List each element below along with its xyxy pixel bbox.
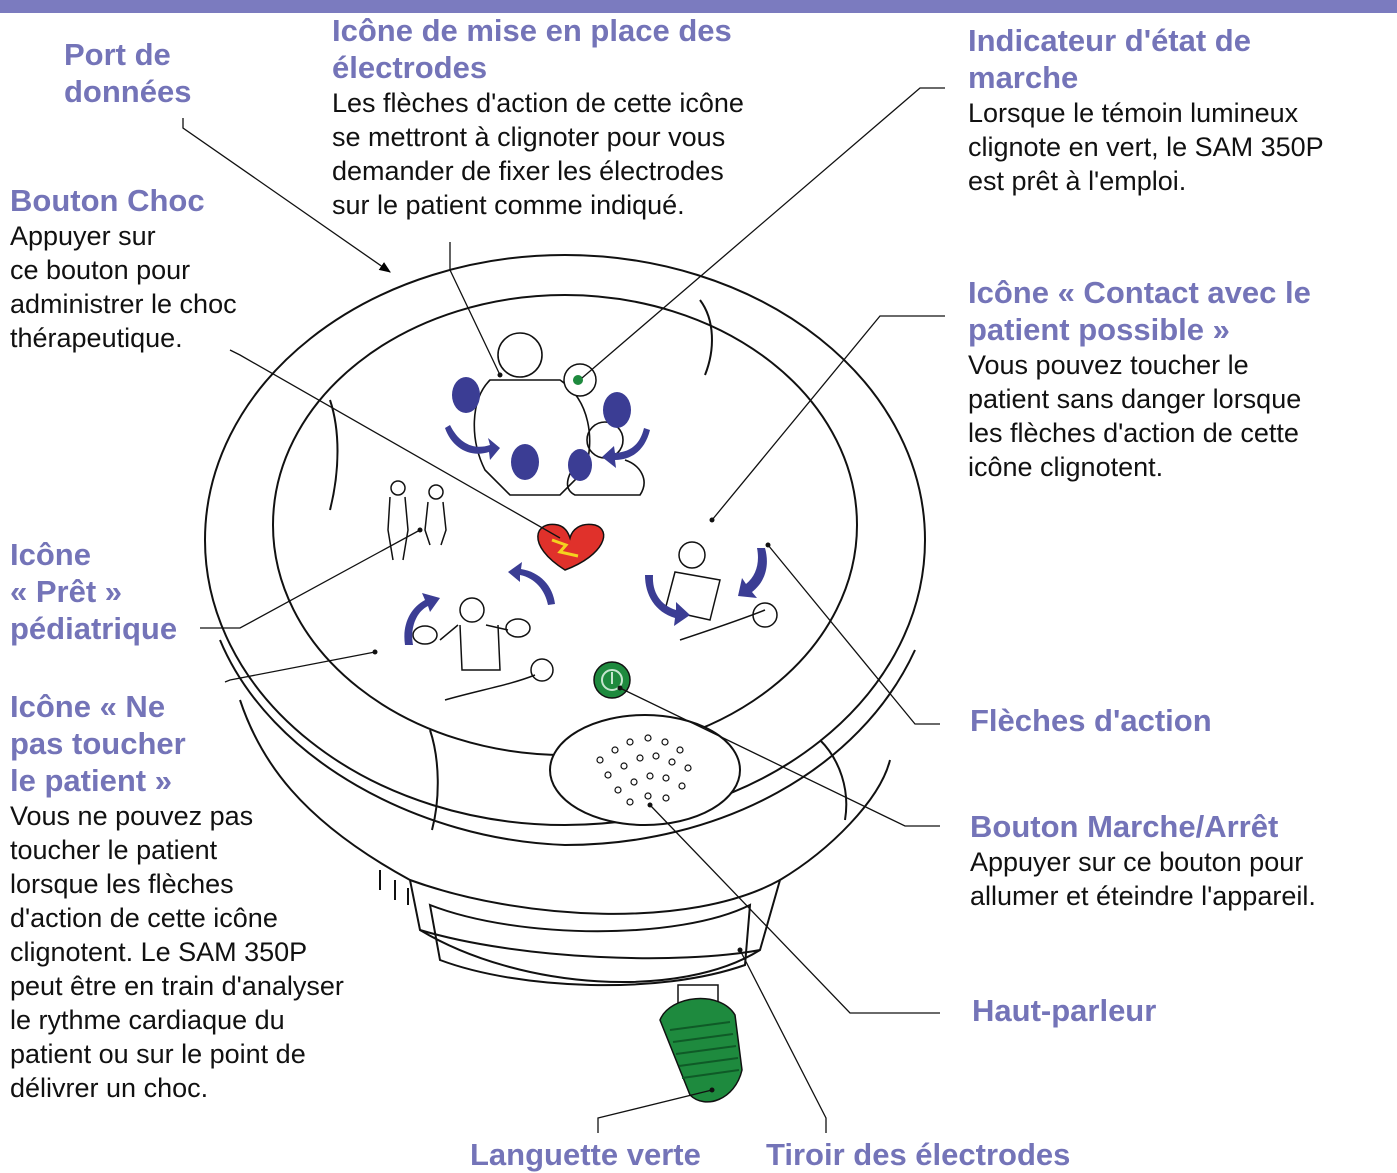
action-arrows-heading: Flèches d'action — [970, 703, 1212, 738]
speaker-icon — [549, 714, 741, 826]
label-do-not-touch: Icône « Ne pas toucher le patient » Vous… — [10, 688, 344, 1105]
leader-line — [224, 651, 376, 683]
label-pediatric-ready: Icône « Prêt » pédiatrique — [10, 536, 177, 647]
leader-line — [229, 349, 561, 539]
leader-line — [619, 687, 940, 827]
do-not-touch-text: Vous ne pouvez pas toucher le patient lo… — [10, 801, 344, 1103]
shock-button-icon — [537, 523, 605, 571]
leader-line — [767, 544, 940, 725]
label-data-port: Port de données — [64, 36, 191, 110]
label-electrode-drawer: Tiroir des électrodes — [766, 1136, 1070, 1173]
green-tab-icon — [659, 984, 743, 1103]
action-arrow-icon — [645, 575, 690, 626]
leader-line — [182, 118, 391, 273]
electrode-pad-icon — [511, 444, 539, 480]
status-indicator-heading: Indicateur d'état de marche — [968, 23, 1251, 95]
leader-line — [449, 242, 501, 376]
status-indicator-text: Lorsque le témoin lumineux clignote en v… — [968, 98, 1324, 196]
label-power-button: Bouton Marche/Arrêt Appuyer sur ce bouto… — [970, 808, 1316, 913]
contact-possible-icon — [645, 541, 778, 641]
top-banner — [0, 0, 1397, 13]
status-indicator-icon — [563, 363, 597, 397]
pediatric-ready-heading: Icône « Prêt » pédiatrique — [10, 537, 178, 646]
speaker-heading: Haut-parleur — [972, 993, 1157, 1028]
leader-line — [711, 315, 945, 521]
action-arrow-icon — [404, 593, 440, 645]
action-arrow-icon — [508, 562, 555, 605]
electrode-icon-heading: Icône de mise en place des électrodes — [332, 13, 732, 85]
device-face — [272, 294, 858, 756]
action-arrow-icon — [738, 548, 767, 598]
data-port-heading: Port de données — [64, 37, 192, 109]
action-arrow-icon — [445, 425, 500, 460]
electrode-pad-icon — [603, 392, 631, 428]
electrode-placement-icon — [445, 332, 650, 496]
pediatric-ready-icon — [387, 480, 447, 561]
leader-line — [200, 529, 421, 629]
label-shock-button: Bouton Choc Appuyer sur ce bouton pour a… — [10, 182, 237, 355]
action-arrow-icon — [602, 428, 650, 468]
power-button-heading: Bouton Marche/Arrêt — [970, 809, 1279, 844]
leader-line — [581, 87, 945, 379]
device-outer-rim — [204, 254, 926, 826]
contact-possible-heading: Icône « Contact avec le patient possible… — [968, 275, 1311, 347]
do-not-touch-icon — [404, 562, 555, 701]
label-electrode-icon: Icône de mise en place des électrodes Le… — [332, 12, 744, 222]
power-button-icon — [593, 661, 631, 699]
leader-line — [597, 1089, 713, 1133]
label-contact-possible: Icône « Contact avec le patient possible… — [968, 274, 1311, 484]
label-status-indicator: Indicateur d'état de marche Lorsque le t… — [968, 22, 1324, 198]
electrode-pad-icon — [452, 377, 480, 413]
shock-button-text: Appuyer sur ce bouton pour administrer l… — [10, 221, 237, 353]
electrode-drawer-heading: Tiroir des électrodes — [766, 1137, 1071, 1172]
label-speaker: Haut-parleur — [972, 992, 1156, 1029]
leader-line — [649, 804, 940, 1014]
green-tab-heading: Languette verte — [470, 1137, 701, 1172]
electrode-icon-text: Les flèches d'action de cette icône se m… — [332, 88, 744, 220]
leader-line — [739, 949, 827, 1133]
label-action-arrows: Flèches d'action — [970, 702, 1212, 739]
electrode-pad-icon — [568, 449, 592, 481]
label-green-tab: Languette verte — [470, 1136, 701, 1173]
do-not-touch-heading: Icône « Ne pas toucher le patient » — [10, 689, 186, 798]
contact-possible-text: Vous pouvez toucher le patient sans dang… — [968, 350, 1302, 482]
shock-button-heading: Bouton Choc — [10, 183, 205, 218]
power-button-text: Appuyer sur ce bouton pour allumer et ét… — [970, 847, 1316, 911]
